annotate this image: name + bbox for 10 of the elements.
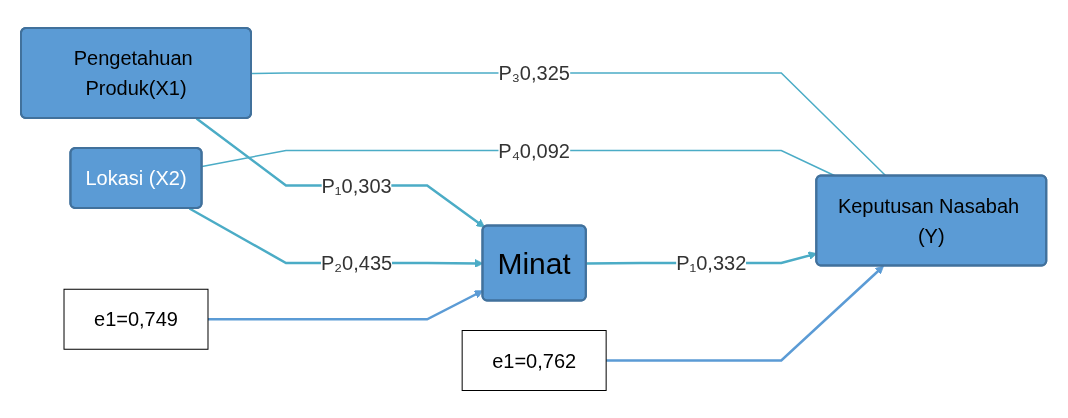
edge-label: P₁0,332	[676, 251, 747, 274]
edge-label: P₂0,435	[321, 251, 393, 274]
edge-label: P₁0,303	[321, 174, 393, 197]
edge-label: P₄0,092	[498, 139, 571, 162]
connector	[251, 72, 888, 177]
arrow	[606, 265, 885, 362]
node-box: e1=0,749	[63, 288, 209, 350]
arrow	[196, 117, 486, 228]
edge-label: P₃0,325	[498, 61, 571, 84]
node-box: e1=0,762	[462, 329, 607, 391]
